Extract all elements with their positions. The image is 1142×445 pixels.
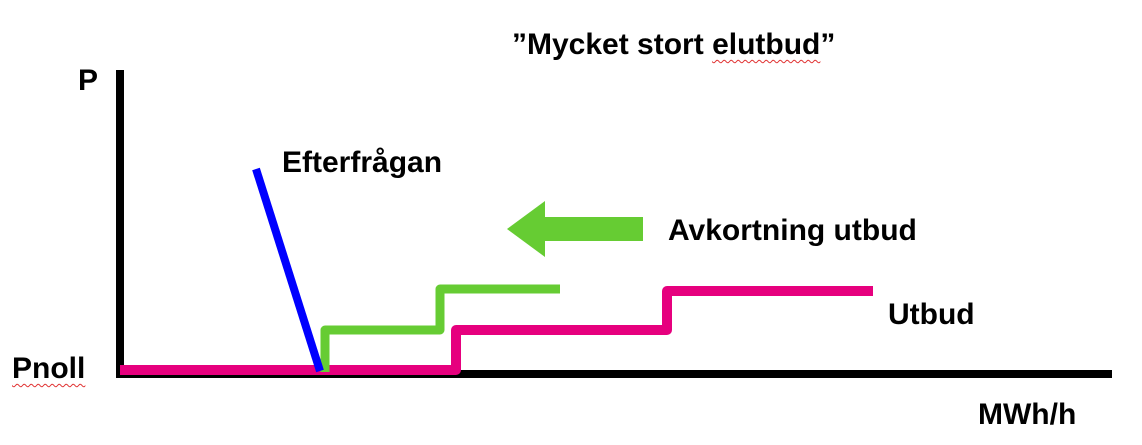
supply-curve xyxy=(120,286,873,375)
title-word: elutbud xyxy=(712,28,821,61)
y-axis-label: P xyxy=(78,64,99,97)
chart-title: ”Mycket stort elutbud” xyxy=(512,30,835,60)
left-arrow-icon xyxy=(507,201,643,257)
supply-label: Utbud xyxy=(888,298,975,331)
pnoll-label: Pnoll xyxy=(12,352,86,385)
x-axis-label: MWh/h xyxy=(978,398,1077,431)
demand-curve xyxy=(252,167,324,373)
curtailed-supply-curve xyxy=(320,284,560,372)
demand-label: Efterfrågan xyxy=(282,146,443,179)
title-suffix: ” xyxy=(820,28,836,61)
curtail-label: Avkortning utbud xyxy=(668,214,917,247)
title-text: ”Mycket stort xyxy=(512,28,713,61)
